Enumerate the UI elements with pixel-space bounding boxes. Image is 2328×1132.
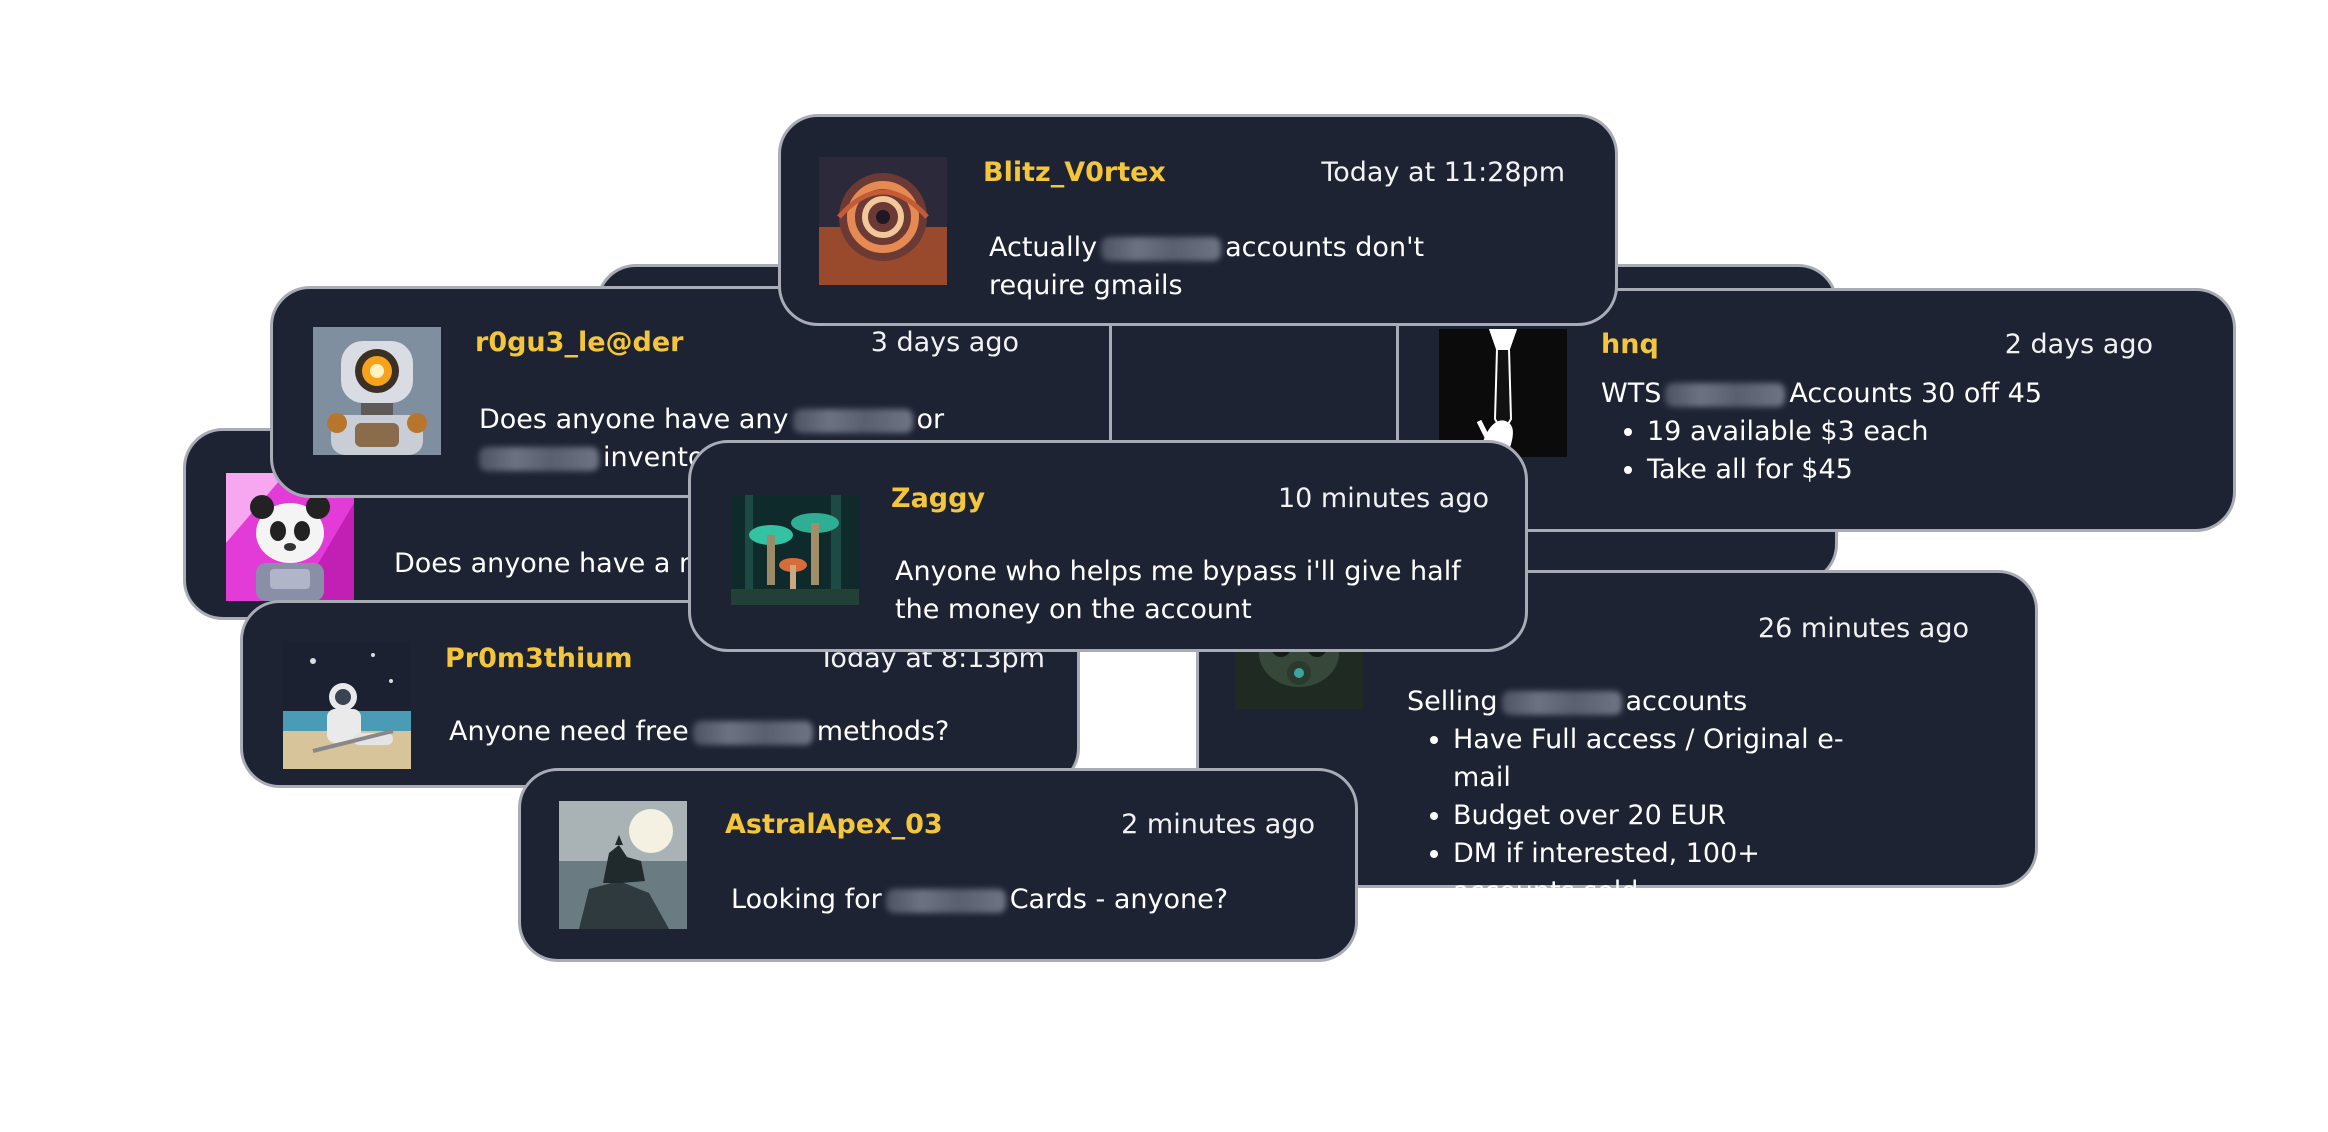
post-card-zaggy[interactable]: Zaggy 10 minutes ago Anyone who helps me… <box>688 440 1528 652</box>
post-timestamp: 26 minutes ago <box>1757 613 1969 644</box>
post-card-blitz[interactable]: Blitz_V0rtex Today at 11:28pm Actually ac… <box>778 114 1618 326</box>
post-username: AstralApex_03 <box>725 809 943 840</box>
post-message: Does anyone have a me <box>394 548 722 579</box>
message-text: Anyone need free <box>449 716 689 747</box>
message-bullet-list: 19 available $3 each Take all for $45 <box>1601 413 2042 489</box>
panda-avatar-icon <box>226 473 354 601</box>
redacted-word <box>792 408 913 433</box>
message-bullet: Budget over 20 EUR <box>1453 797 1867 835</box>
message-text: Looking for <box>731 884 882 915</box>
message-bullet-list: Have Full access / Original e-mail Budge… <box>1407 721 1867 911</box>
post-message: Anyone who helps me bypass i'll give hal… <box>895 556 1461 625</box>
post-username: r0gu3_le@der <box>475 327 684 358</box>
post-username: hnq <box>1601 329 1659 360</box>
post-timestamp: Today at 11:28pm <box>1321 157 1565 188</box>
robot-avatar-icon <box>313 327 441 455</box>
mushroom-forest-avatar-icon <box>731 495 859 605</box>
post-card-hnq[interactable]: hnq 2 days ago WTS Accounts 30 off 45 19 … <box>1396 288 2236 532</box>
suit-tie-avatar-icon <box>1439 329 1567 457</box>
message-text: Accounts 30 off 45 <box>1789 378 2042 409</box>
message-text: Selling <box>1407 686 1498 717</box>
message-line: Actually accounts don't <box>989 229 1424 267</box>
wolf-avatar-icon <box>559 801 687 929</box>
post-username: Blitz_V0rtex <box>983 157 1166 188</box>
message-text: methods? <box>816 716 950 747</box>
post-message: Actually accounts don't require gmails <box>989 229 1424 305</box>
post-message: Selling accounts Have Full access / Origi… <box>1407 683 1867 911</box>
message-text: accounts <box>1625 686 1748 717</box>
post-timestamp: 2 minutes ago <box>1121 809 1315 840</box>
redacted-word <box>479 446 599 471</box>
message-bullet: DM if interested, 100+ accounts sold. <box>1453 835 1867 911</box>
message-text: Does anyone have any <box>479 404 789 435</box>
redacted-word <box>692 720 813 745</box>
message-text: WTS <box>1601 378 1662 409</box>
redacted-word <box>1665 382 1786 407</box>
message-bullet: Have Full access / Original e-mail <box>1453 721 1867 797</box>
post-username: Zaggy <box>891 483 986 514</box>
message-text: Cards - anyone? <box>1009 884 1229 915</box>
post-card-astral[interactable]: AstralApex_03 2 minutes ago Looking for C… <box>518 768 1358 962</box>
post-username: Pr0m3thium <box>445 643 633 674</box>
message-line: Selling accounts <box>1407 683 1867 721</box>
message-text: Actually <box>989 232 1098 263</box>
vortex-avatar-icon <box>819 157 947 285</box>
post-timestamp: 3 days ago <box>870 327 1019 358</box>
redacted-word <box>1101 236 1222 261</box>
message-text: or <box>916 404 945 435</box>
astronaut-avatar-icon <box>283 641 411 769</box>
message-line: require gmails <box>989 270 1183 301</box>
redacted-word <box>885 888 1006 913</box>
post-message: Anyone need free methods? <box>449 713 949 751</box>
redacted-word <box>1501 690 1622 715</box>
post-message: WTS Accounts 30 off 45 19 available $3 ea… <box>1601 375 2042 489</box>
message-line: Does anyone have any or <box>479 401 944 439</box>
message-bullet: 19 available $3 each <box>1647 413 2042 451</box>
post-timestamp: 10 minutes ago <box>1277 483 1489 514</box>
message-text: accounts don't <box>1225 232 1425 263</box>
post-message: Looking for Cards - anyone? <box>731 881 1228 919</box>
post-timestamp: 2 days ago <box>2004 329 2153 360</box>
message-bullet: Take all for $45 <box>1647 451 2042 489</box>
message-line: WTS Accounts 30 off 45 <box>1601 375 2042 413</box>
